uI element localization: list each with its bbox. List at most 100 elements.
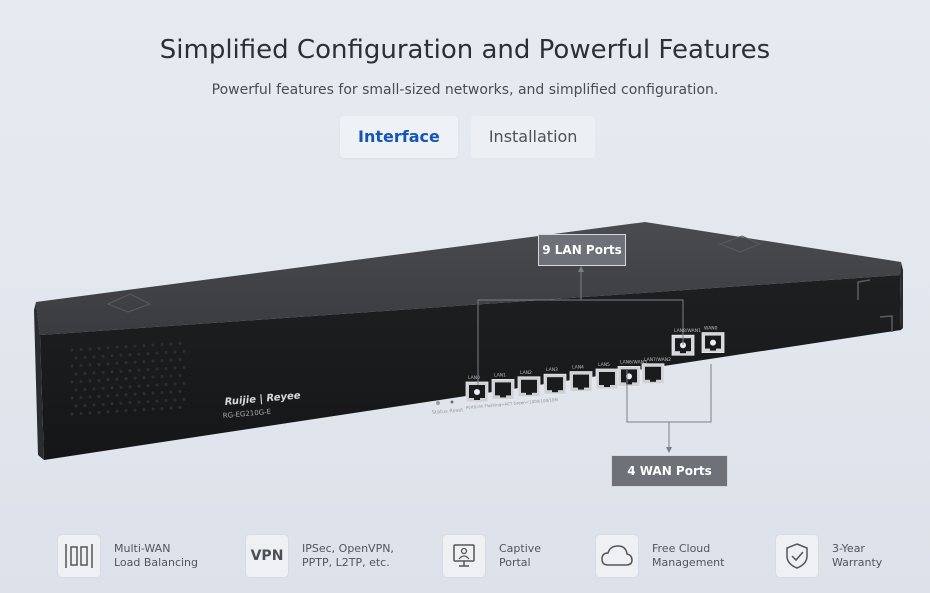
lan-ports-callout: 9 LAN Ports: [538, 234, 626, 266]
vent-hole: [133, 376, 137, 380]
feature-vpn: VPN IPSec, OpenVPN,PPTP, L2TP, etc.: [246, 534, 412, 578]
vent-hole: [173, 398, 177, 402]
vent-hole: [178, 357, 182, 361]
vent-hole: [128, 385, 132, 389]
tab-bar: Interface Installation: [340, 116, 596, 158]
vent-hole: [178, 389, 182, 393]
vent-hole: [88, 395, 92, 399]
vent-hole: [173, 350, 177, 354]
vent-hole: [155, 351, 159, 355]
vent-hole: [92, 371, 96, 375]
vent-hole: [178, 341, 182, 345]
feature-label: Free Cloud: [652, 542, 711, 555]
vent-hole: [106, 362, 110, 366]
vent-hole: [92, 355, 96, 359]
vent-hole: [155, 399, 159, 403]
vent-hole: [115, 393, 119, 397]
vent-hole: [79, 395, 83, 400]
vent-hole: [146, 352, 150, 356]
vent-hole: [70, 412, 74, 416]
cloud-icon: [596, 535, 638, 577]
vent-hole: [92, 387, 96, 391]
vent-hole: [160, 390, 164, 395]
device-top-surface: [36, 222, 901, 335]
vent-hole: [137, 352, 141, 356]
vent-hole: [83, 371, 87, 376]
port-label: LAN0: [468, 375, 480, 381]
port-label: LAN7/WAN2: [644, 357, 671, 363]
vent-hole: [169, 358, 173, 362]
vent-holes: [70, 341, 186, 416]
vpn-icon-text: VPN: [250, 548, 284, 564]
vent-hole: [124, 393, 128, 397]
vent-hole: [70, 348, 74, 352]
vent-hole: [83, 387, 87, 392]
device-front-panel: [40, 275, 901, 460]
vent-hole: [133, 360, 137, 364]
vent-hole: [182, 381, 186, 385]
port-lan5: LAN5: [595, 362, 619, 390]
vent-hole: [182, 397, 186, 401]
vent-hole: [88, 411, 92, 415]
vent-hole: [101, 354, 105, 358]
vent-hole: [142, 392, 146, 396]
page-title: Simplified Configuration and Powerful Fe…: [159, 35, 771, 65]
port-lan0: LAN0: [465, 375, 489, 403]
vent-hole: [133, 408, 137, 412]
vent-hole: [124, 377, 128, 381]
vent-hole: [164, 382, 168, 387]
vent-hole: [182, 365, 186, 369]
vent-hole: [142, 408, 146, 412]
vent-hole: [142, 360, 146, 364]
vent-hole: [74, 404, 78, 408]
feature-label: IPSec, OpenVPN,: [302, 542, 394, 555]
feature-label: Warranty: [832, 556, 883, 569]
vent-hole: [97, 362, 101, 366]
vent-hole: [101, 386, 105, 390]
port-wan0: WAN0: [701, 326, 725, 354]
vent-hole: [151, 343, 155, 347]
port-label: LAN1: [494, 372, 506, 378]
feature-label: Load Balancing: [114, 556, 198, 569]
vent-hole: [115, 345, 119, 349]
vent-hole: [151, 375, 155, 379]
vent-hole: [146, 400, 150, 404]
vent-hole: [115, 377, 119, 381]
vent-hole: [110, 386, 114, 390]
vent-hole: [74, 356, 78, 360]
port-lan4: LAN4: [569, 365, 593, 393]
vent-hole: [151, 359, 155, 363]
vent-hole: [151, 407, 155, 411]
vent-hole: [110, 402, 114, 406]
vent-hole: [92, 403, 96, 407]
vent-hole: [110, 370, 114, 374]
vent-hole: [110, 354, 114, 358]
vent-hole: [119, 353, 123, 357]
feature-label: 3-Year: [832, 542, 865, 555]
wan-callout-connector: [626, 364, 712, 449]
vent-hole: [128, 353, 132, 357]
vent-hole: [155, 367, 159, 371]
port-lan3: LAN3: [543, 367, 567, 395]
vent-hole: [169, 374, 173, 378]
vent-hole: [142, 344, 146, 348]
vent-hole: [124, 361, 128, 365]
lan-port-block: LAN0LAN1LAN2LAN3LAN4LAN5LAN6/WAN3LAN7/WA…: [465, 326, 725, 403]
vent-hole: [169, 406, 173, 410]
vent-hole: [155, 383, 159, 387]
vent-hole: [79, 363, 83, 368]
port-label: WAN0: [704, 326, 718, 332]
vent-hole: [79, 411, 83, 416]
vent-hole: [124, 409, 128, 413]
vent-hole: [106, 410, 110, 414]
vent-hole: [151, 391, 155, 395]
port-label: LAN5: [598, 362, 610, 368]
tab-installation[interactable]: Installation: [470, 116, 596, 158]
vent-hole: [74, 388, 78, 392]
vent-hole: [133, 392, 137, 396]
port-label: LAN3: [546, 367, 558, 373]
vpn-icon: VPN: [246, 535, 288, 577]
tab-interface[interactable]: Interface: [340, 116, 458, 158]
vent-hole: [160, 358, 164, 363]
